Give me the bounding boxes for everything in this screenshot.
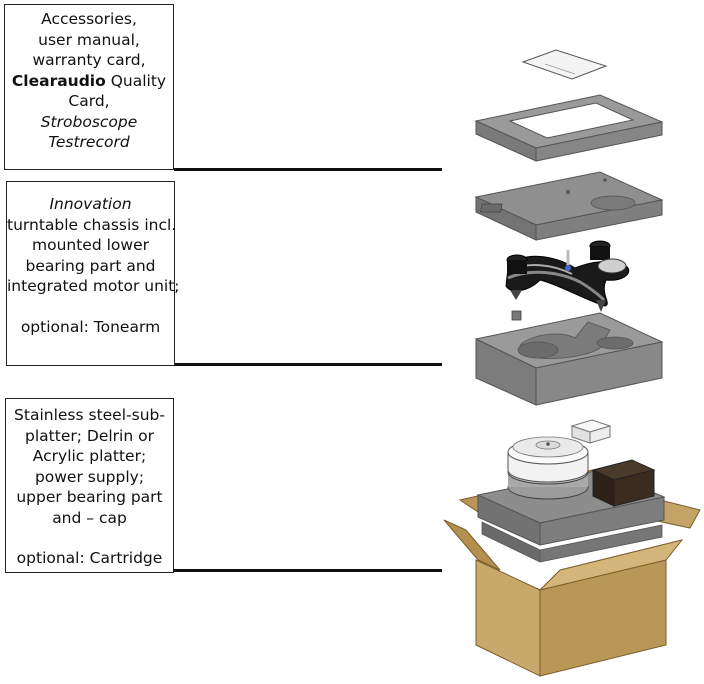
chassis-line: optional: Tonearm: [20, 317, 161, 336]
chassis-line: integrated motor unit;: [7, 277, 180, 295]
platter-line: optional: Cartridge: [16, 549, 163, 567]
accessories-leader-line: [174, 168, 442, 171]
chassis-line: bearing part and: [25, 256, 156, 275]
platter-line: upper bearing part: [16, 488, 163, 506]
accessories-line: warranty card,: [32, 51, 146, 69]
accessories-label-box: Accessories, user manual, warranty card,…: [4, 4, 174, 170]
chassis-line: turntable chassis incl.: [7, 215, 177, 234]
platter-line: and – cap: [52, 508, 127, 527]
accessories-line: Testrecord: [48, 133, 130, 151]
accessories-line: Card,: [68, 92, 110, 110]
chassis-line: mounted lower: [32, 236, 149, 254]
platter-disc: [507, 436, 589, 483]
platter-line: platter; Delrin or: [25, 426, 154, 445]
platter-line: Acrylic platter;: [32, 447, 147, 465]
power-supply: [591, 459, 656, 507]
brand-name: Clearaudio: [11, 71, 106, 90]
accessories-line: user manual,: [38, 30, 140, 49]
accessories-line-rest: Quality: [105, 71, 167, 90]
accessories-line: Clearaudio Quality: [5, 71, 173, 92]
platter-label-box: Stainless steel-sub- platter; Delrin or …: [5, 398, 174, 573]
bearing-cap-box: [570, 419, 612, 444]
chassis-leader-line: [175, 363, 442, 366]
small-cube: [511, 310, 522, 321]
accessories-line: Stroboscope: [40, 112, 138, 131]
quality-card-icon: [521, 49, 608, 80]
top-foam-frame: [474, 94, 664, 162]
chassis-label-box: Innovation turntable chassis incl. mount…: [6, 181, 180, 366]
accessories-line: Accessories,: [41, 10, 137, 28]
platter-line: power supply;: [34, 467, 145, 486]
turntable-chassis: [505, 240, 630, 312]
chassis-line: Innovation: [49, 195, 132, 213]
chassis-foam-base: [474, 312, 664, 406]
platter-line: Stainless steel-sub-: [14, 406, 165, 424]
platter-leader-line: [174, 569, 442, 572]
chassis-foam-top: [474, 171, 664, 241]
